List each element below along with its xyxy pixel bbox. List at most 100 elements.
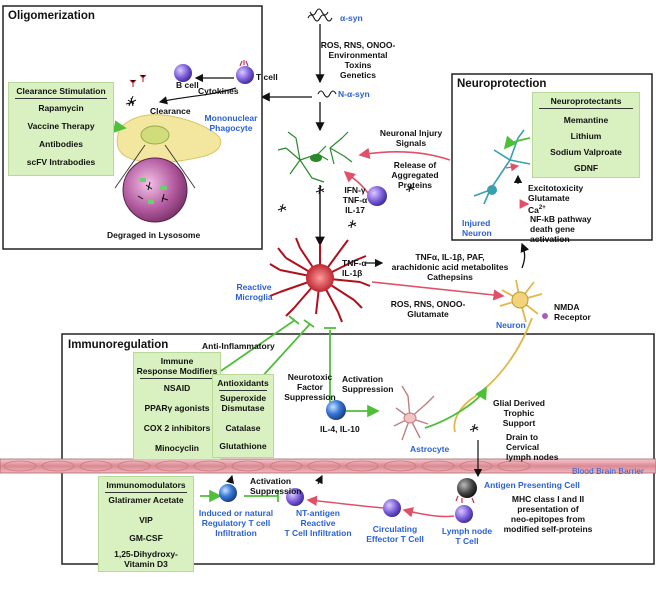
lysosome-zoom-line-left	[114, 144, 146, 189]
neuron-body	[511, 291, 529, 309]
arrow-neuron-to-injured	[520, 242, 530, 269]
arrow-injury-signals	[358, 147, 451, 161]
neuroprotectant-item: Sodium Valproate	[550, 147, 622, 157]
neuroprotectant-item: Memantine	[563, 115, 609, 125]
injured-neuron-body	[487, 185, 497, 195]
immunomodulators-box: Immunomodulators Glatiramer Acetate VIP …	[98, 476, 194, 572]
clearance-label: Clearance	[150, 106, 191, 116]
clearance-item: Antibodies	[39, 139, 83, 149]
oligomerization-title: Oligomerization	[8, 10, 95, 22]
neuroprotectant-item: Lithium	[570, 131, 602, 141]
neuroprotectant-item: GDNF	[573, 163, 599, 173]
immunomodulator-item: VIP	[139, 515, 153, 525]
immune-modifier-item: PPARγ agonists	[144, 403, 210, 413]
reactive-microglia-body	[306, 264, 334, 292]
n-alpha-syn-label: N-α-syn	[338, 89, 370, 99]
neuroprotectants-header: Neuroprotectants	[550, 96, 622, 106]
circulating-t-cell-icon	[383, 499, 401, 517]
bbb-label: Blood Brain Barrier	[572, 466, 644, 476]
antioxidants-box: Antioxidants Superoxide Dismutase Catala…	[212, 374, 274, 458]
apc-label: Antigen Presenting Cell	[484, 480, 580, 490]
th-cell-icon	[367, 186, 387, 206]
il4-cell-icon	[326, 400, 346, 420]
astrocyte-label: Astrocyte	[410, 444, 450, 454]
lysosome-contents	[140, 178, 167, 204]
bbb-cells	[3, 460, 531, 472]
anti-inflammatory-label: Anti-Inflammatory	[202, 341, 275, 351]
treg-cell-icon	[219, 484, 237, 502]
arrow-cytokines	[158, 87, 237, 105]
arrow-treg-up	[225, 474, 235, 485]
lysosome-zoom-line-right	[164, 144, 196, 189]
cytokines-label: Cytokines	[198, 86, 239, 96]
phagocyte-nucleus	[140, 125, 170, 145]
aggregate-cluster-icon	[125, 95, 137, 107]
resting-microglia-body	[310, 154, 322, 162]
immune-modifier-item: NSAID	[163, 383, 191, 393]
alpha-syn-label: α-syn	[340, 13, 363, 23]
clearance-item: Rapamycin	[38, 103, 84, 113]
lymph-node-t-cell-icon	[455, 505, 473, 523]
arrow-lymph-to-circulating	[402, 507, 455, 518]
immunomodulator-item: GM-CSF	[129, 533, 163, 543]
n-alpha-syn-icon	[317, 90, 337, 98]
immunomodulators-header: Immunomodulators	[106, 480, 186, 490]
il4-il10-label: IL-4, IL-10	[320, 424, 360, 434]
b-cell-label: B cell	[176, 80, 199, 90]
neuron-label: Neuron	[496, 320, 526, 330]
clearance-stimulation-header: Clearance Stimulation	[16, 86, 106, 96]
immunomodulator-item: Vitamin D3	[124, 559, 168, 569]
neuron-icon	[453, 279, 543, 433]
arrow-glial-support	[424, 386, 487, 429]
clearance-stimulation-box: Clearance Stimulation Rapamycin Vaccine …	[8, 82, 114, 176]
lysosome-label: Degraged in Lysosome	[107, 230, 201, 240]
nt-antigen-cell-icon	[286, 488, 304, 506]
nmda-receptor-dot	[542, 313, 548, 319]
injured-neuron-icon	[473, 129, 531, 205]
arrow-cytokines-to-neuron	[371, 281, 505, 301]
antigen-presenting-cell-icon	[457, 478, 477, 498]
antioxidants-header: Antioxidants	[217, 378, 269, 388]
antioxidant-item: Dismutase	[221, 403, 265, 413]
mononuclear-phagocyte-cell	[116, 114, 222, 163]
antibodies-icon	[129, 74, 147, 87]
alpha-syn-icon	[307, 8, 333, 22]
astrocyte-body	[403, 412, 417, 424]
astrocyte-icon	[393, 385, 435, 441]
arrow-neuroprotectants	[503, 135, 531, 150]
apc-receptor-icon	[455, 495, 475, 504]
b-cell-icon	[174, 64, 192, 82]
immunomodulator-item: Glatiramer Acetate	[108, 495, 184, 505]
tnf-list-label: TNFα, IL-1β, PAF,arachidonic acid metabo…	[391, 252, 509, 282]
ros-glutamate-label: ROS, RNS, ONOO-Glutamate	[390, 299, 466, 319]
aggregate-icons	[277, 147, 527, 433]
lysosome-aggregates	[137, 181, 169, 203]
immunoregulation-title: Immunoregulation	[68, 339, 169, 351]
immune-modifier-item: Minocyclin	[155, 443, 199, 453]
neuroprotection-title: Neuroprotection	[457, 78, 547, 90]
clearance-item: scFV Intrabodies	[26, 157, 96, 167]
t-cell-label: T cell	[256, 72, 278, 82]
arrow-excito	[505, 163, 520, 172]
antioxidant-item: Catalase	[225, 423, 261, 433]
